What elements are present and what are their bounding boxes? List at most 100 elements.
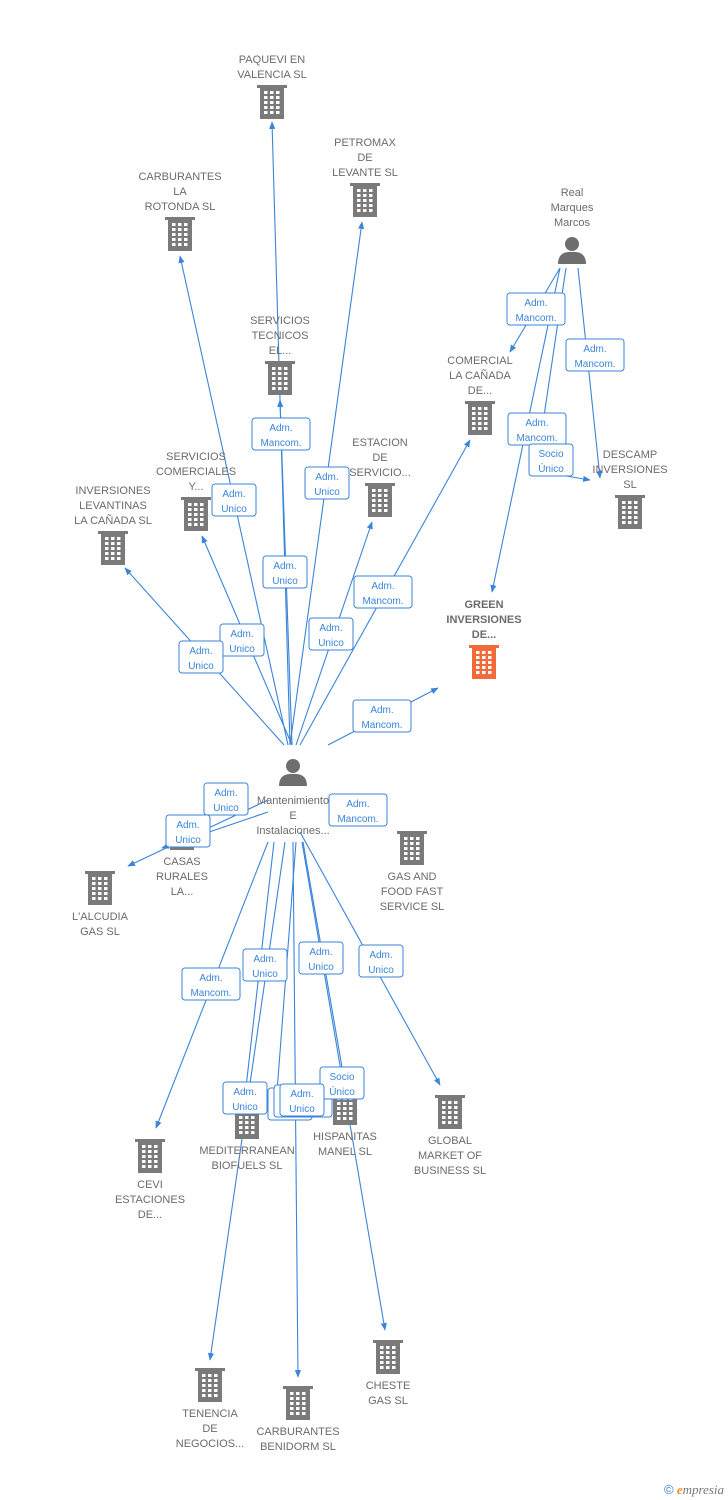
node-label-line: INVERSIONES (592, 464, 667, 476)
badge-label: Unico (252, 969, 278, 980)
node-label-line: TECNICOS (252, 330, 309, 342)
footer-brand: © empresia (664, 1482, 724, 1498)
brand-initial: e (676, 1482, 683, 1497)
badge-label: Socio (329, 1072, 354, 1083)
building-icon (85, 871, 115, 905)
copyright-icon: © (663, 1482, 674, 1497)
role-badge[interactable]: Adm.Unico (262, 555, 308, 589)
role-badge[interactable]: Adm.Unico (165, 814, 211, 848)
role-badge[interactable]: Adm.Mancom. (352, 699, 412, 733)
node-label-line: Mantenimiento (257, 795, 329, 807)
badge-label: Adm. (233, 1087, 256, 1098)
node-label-line: PETROMAX (334, 137, 396, 149)
node-servicios-comerciales[interactable]: SERVICIOSCOMERCIALESY... (156, 451, 236, 531)
role-badge[interactable]: Adm.Mancom. (328, 793, 388, 827)
node-label-line: LA CAÑADA (449, 369, 511, 382)
badge-label: Único (538, 462, 564, 475)
badge-label: Adm. (189, 646, 212, 657)
badge-label: Mancom. (260, 438, 301, 449)
node-label-line: EL... (269, 345, 292, 357)
node-label-line: CARBURANTES (256, 1426, 339, 1438)
badge-label: Adm. (319, 623, 342, 634)
role-badge[interactable]: Adm.Mancom. (181, 967, 241, 1001)
role-badge[interactable]: Adm. Unico (222, 1081, 268, 1115)
node-label-line: DE... (468, 385, 492, 397)
building-icon (365, 483, 395, 517)
edge-line (577, 267, 603, 479)
node-label-line: GAS AND (388, 871, 437, 883)
node-label-line: NEGOCIOS... (176, 1438, 244, 1450)
badge-label: Adm. (176, 820, 199, 831)
badge-label: Unico (272, 576, 298, 587)
node-tenencia[interactable]: TENENCIA DE NEGOCIOS... (176, 1368, 244, 1450)
role-badge[interactable]: Adm.Unico (211, 483, 257, 517)
node-cevi[interactable]: CEVIESTACIONESDE... (115, 1139, 185, 1221)
building-icon (397, 831, 427, 865)
node-label-line: CHESTE (366, 1380, 411, 1392)
node-servicios-tecnicos[interactable]: SERVICIOS TECNICOS EL... (250, 315, 310, 395)
brand-name: mpresia (682, 1482, 724, 1497)
node-label-line: DE (202, 1423, 217, 1435)
badge-label: Unico (289, 1104, 315, 1115)
role-badge[interactable]: Adm.Unico (298, 941, 344, 975)
node-label-line: SERVICIOS (166, 451, 226, 463)
role-badge[interactable]: Adm.Unico (308, 617, 354, 651)
badge-label: Unico (232, 1102, 258, 1113)
node-label-line: TENENCIA (182, 1408, 238, 1420)
node-label-line: CARBURANTES (138, 171, 221, 183)
role-badge[interactable]: Adm.Unico (219, 623, 265, 657)
role-badge[interactable]: Adm.Mancom. (353, 575, 413, 609)
building-icon (373, 1340, 403, 1374)
badge-label: Adm. (583, 344, 606, 355)
role-badge[interactable]: Adm.Unico (178, 640, 224, 674)
node-label-line: Instalaciones... (256, 825, 329, 837)
node-label-line: COMERCIALES (156, 466, 236, 478)
role-badge[interactable]: Adm.Mancom. (251, 417, 311, 451)
node-label-line: SERVICIOS (250, 315, 310, 327)
node-label-line: DE (372, 452, 387, 464)
role-badge[interactable]: Adm.Unico (279, 1083, 325, 1117)
badge-label: Unico (221, 504, 247, 515)
node-label-line: HISPANITAS (313, 1131, 377, 1143)
role-badge[interactable]: Adm.Mancom. (507, 412, 567, 446)
node-estacion-servicio[interactable]: ESTACIONDESERVICIO... (349, 437, 411, 517)
badge-label: Adm. (346, 799, 369, 810)
node-label-line: LA CAÑADA SL (74, 514, 152, 527)
node-label-line: MARKET OF (418, 1150, 482, 1162)
badge-label: Unico (308, 962, 334, 973)
building-icon (257, 85, 287, 119)
role-badge[interactable]: Adm.Mancom. (506, 292, 566, 326)
badge-label: Adm. (369, 950, 392, 961)
node-label-line: Marcos (554, 217, 591, 229)
node-green-inversiones[interactable]: GREENINVERSIONESDE... (446, 599, 522, 679)
node-label-line: SERVICIO... (349, 467, 411, 479)
badge-label: Mancom. (190, 988, 231, 999)
role-badge[interactable]: Adm.Unico (358, 944, 404, 978)
role-badge[interactable]: Adm.Unico (242, 948, 288, 982)
node-label-line: E (289, 810, 296, 822)
role-badge[interactable]: Adm.Unico (203, 782, 249, 816)
badge-label: Unico (229, 644, 255, 655)
role-badge[interactable]: Adm.Mancom. (565, 338, 625, 372)
badge-label: Unico (213, 803, 239, 814)
role-badge[interactable]: Adm.Unico (304, 466, 350, 500)
node-label-line: GREEN (464, 599, 503, 611)
node-label-line: CEVI (137, 1179, 163, 1191)
node-label-line: BIOFUELS SL (212, 1160, 283, 1172)
